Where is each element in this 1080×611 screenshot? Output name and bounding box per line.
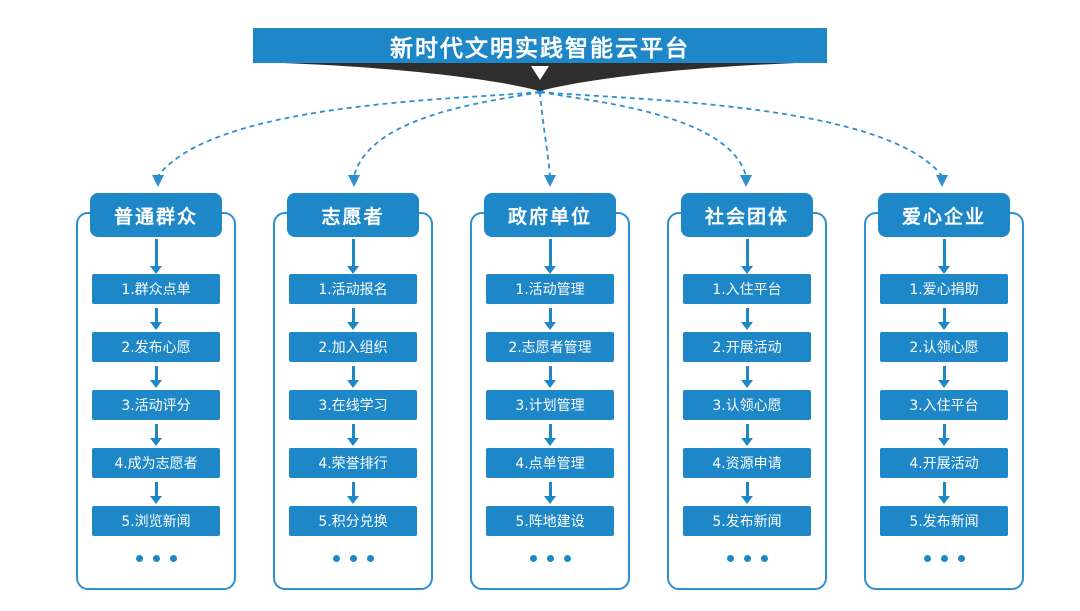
flow-step: 1.群众点单 — [92, 274, 220, 304]
dot — [726, 555, 734, 562]
flow-step: 2.认领心愿 — [880, 332, 1008, 362]
flow-step: 3.认领心愿 — [683, 390, 811, 420]
down-arrow-icon — [544, 304, 556, 332]
flow-step: 1.入住平台 — [683, 274, 811, 304]
platform-title: 新时代文明实践智能云平台 — [390, 35, 690, 62]
flow-step: 2.志愿者管理 — [486, 332, 614, 362]
column-header: 政府单位 — [484, 193, 616, 237]
column-header: 志愿者 — [287, 193, 419, 237]
dot — [940, 555, 948, 562]
flow-step: 4.荣誉排行 — [289, 448, 417, 478]
flow-step: 5.发布新闻 — [683, 506, 811, 536]
down-arrow-icon — [544, 362, 556, 390]
dot — [760, 555, 768, 562]
ellipsis-dots — [529, 555, 571, 562]
flow-step: 5.积分兑换 — [289, 506, 417, 536]
connector-to-government-units — [539, 91, 551, 177]
dot — [923, 555, 931, 562]
arrowhead-icon — [740, 175, 752, 187]
flow-step: 3.计划管理 — [486, 390, 614, 420]
down-arrow-icon — [938, 478, 950, 506]
down-arrow-icon — [150, 304, 162, 332]
flow-step: 1.活动报名 — [289, 274, 417, 304]
down-arrow-icon — [150, 478, 162, 506]
down-triangle-icon — [531, 66, 549, 80]
down-arrow-icon — [544, 237, 556, 274]
down-arrow-icon — [938, 304, 950, 332]
flow-step: 3.在线学习 — [289, 390, 417, 420]
flow-step: 4.资源申请 — [683, 448, 811, 478]
down-arrow-icon — [347, 420, 359, 448]
down-arrow-icon — [544, 478, 556, 506]
ellipsis-dots — [923, 555, 965, 562]
down-arrow-icon — [347, 478, 359, 506]
connector-to-general-public — [157, 91, 541, 177]
flow-step: 5.发布新闻 — [880, 506, 1008, 536]
dot — [957, 555, 965, 562]
dot — [349, 555, 357, 562]
flow-step: 1.爱心捐助 — [880, 274, 1008, 304]
column-social-groups: 社会团体 1.入住平台 2.开展活动 3.认领心愿 4.资源申请 5.发布新闻 — [667, 193, 827, 593]
down-arrow-icon — [938, 362, 950, 390]
down-arrow-icon — [150, 362, 162, 390]
column-caring-enterprises: 爱心企业 1.爱心捐助 2.认领心愿 3.入住平台 4.开展活动 5.发布新闻 — [864, 193, 1024, 593]
flow-step: 1.活动管理 — [486, 274, 614, 304]
dot — [332, 555, 340, 562]
flow-step: 4.成为志愿者 — [92, 448, 220, 478]
column-header: 普通群众 — [90, 193, 222, 237]
down-arrow-icon — [741, 478, 753, 506]
flow-step: 5.阵地建设 — [486, 506, 614, 536]
dot — [743, 555, 751, 562]
flow-step: 3.入住平台 — [880, 390, 1008, 420]
flow-step: 4.开展活动 — [880, 448, 1008, 478]
arrowhead-icon — [936, 175, 948, 187]
dot — [366, 555, 374, 562]
down-arrow-icon — [150, 420, 162, 448]
dot — [152, 555, 160, 562]
ellipsis-dots — [332, 555, 374, 562]
down-arrow-icon — [150, 237, 162, 274]
down-arrow-icon — [347, 237, 359, 274]
flow-step: 3.活动评分 — [92, 390, 220, 420]
flow-step: 2.发布心愿 — [92, 332, 220, 362]
ellipsis-dots — [135, 555, 177, 562]
arrowhead-icon — [544, 175, 556, 187]
dot — [546, 555, 554, 562]
connector-to-caring-enterprises — [539, 91, 943, 177]
column-volunteers: 志愿者 1.活动报名 2.加入组织 3.在线学习 4.荣誉排行 5.积分兑换 — [273, 193, 433, 593]
connector-to-social-groups — [539, 91, 747, 177]
dot — [529, 555, 537, 562]
column-government-units: 政府单位 1.活动管理 2.志愿者管理 3.计划管理 4.点单管理 5.阵地建设 — [470, 193, 630, 593]
flow-step: 2.加入组织 — [289, 332, 417, 362]
platform-banner: 新时代文明实践智能云平台 — [253, 28, 827, 63]
down-arrow-icon — [938, 237, 950, 274]
dot — [169, 555, 177, 562]
column-header: 爱心企业 — [878, 193, 1010, 237]
connector-to-volunteers — [353, 91, 541, 177]
down-arrow-icon — [347, 304, 359, 332]
dot — [563, 555, 571, 562]
flow-step: 4.点单管理 — [486, 448, 614, 478]
flow-step: 5.浏览新闻 — [92, 506, 220, 536]
down-arrow-icon — [938, 420, 950, 448]
column-header: 社会团体 — [681, 193, 813, 237]
flow-step: 2.开展活动 — [683, 332, 811, 362]
arrowhead-icon — [348, 175, 360, 187]
ellipsis-dots — [726, 555, 768, 562]
funnel-arrow — [253, 62, 827, 91]
down-arrow-icon — [741, 237, 753, 274]
down-arrow-icon — [347, 362, 359, 390]
arrowhead-icon — [152, 175, 164, 187]
down-arrow-icon — [741, 420, 753, 448]
dot — [135, 555, 143, 562]
column-general-public: 普通群众 1.群众点单 2.发布心愿 3.活动评分 4.成为志愿者 5.浏览新闻 — [76, 193, 236, 593]
down-arrow-icon — [741, 304, 753, 332]
down-arrow-icon — [544, 420, 556, 448]
down-arrow-icon — [741, 362, 753, 390]
